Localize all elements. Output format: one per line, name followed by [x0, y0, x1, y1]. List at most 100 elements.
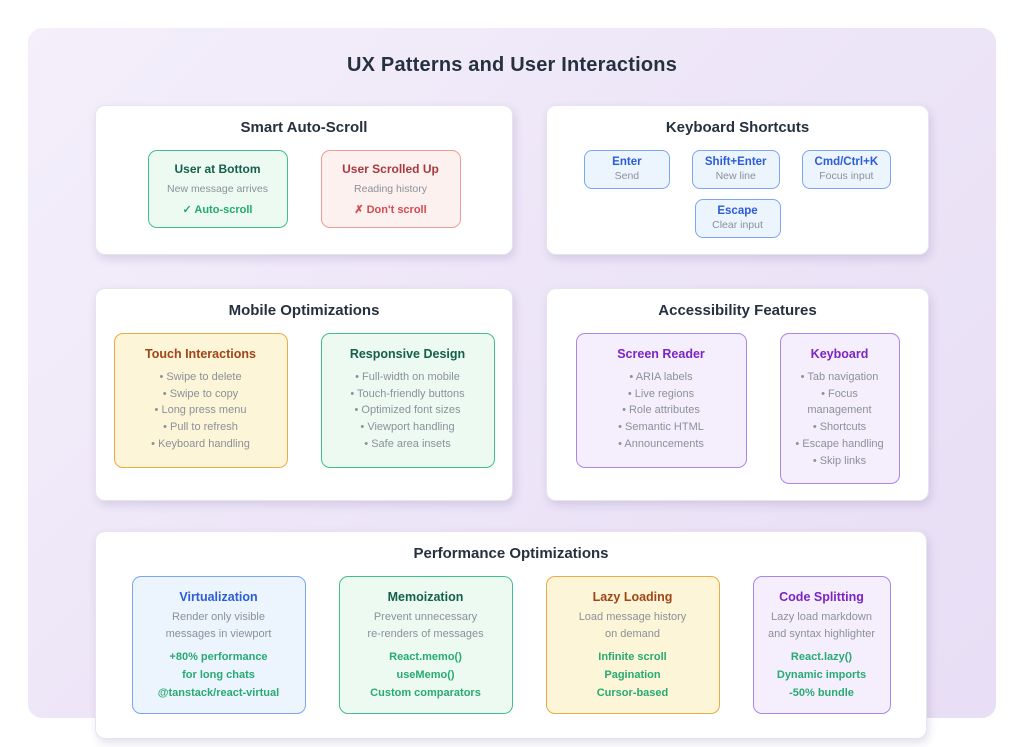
card-responsive-design: Responsive Design • Full-width on mobile…	[320, 333, 495, 468]
mobile-cards: Touch Interactions • Swipe to delete • S…	[108, 333, 500, 468]
row-top: Smart Auto-Scroll User at Bottom New mes…	[95, 105, 929, 255]
key-label: Escape	[717, 205, 758, 217]
card-title: Keyboard	[810, 347, 869, 361]
card-title: Memoization	[387, 590, 464, 605]
card-desc-line: re-renders of messages	[367, 627, 484, 640]
list-item: • Live regions	[627, 387, 695, 400]
card-desc-line: Render only visible	[172, 611, 265, 624]
key-escape: Escape Clear input	[694, 199, 781, 238]
highlight-line: @tanstack/react-virtual	[157, 687, 280, 700]
list-item: • Semantic HTML	[618, 421, 704, 434]
key-enter: Enter Send	[583, 150, 670, 189]
panel-title-performance-optimizations: Performance Optimizations	[413, 545, 609, 563]
list-item: • Optimized font sizes	[354, 404, 461, 417]
card-desc-line: messages in viewport	[165, 627, 272, 640]
card-title: User at Bottom	[174, 162, 261, 176]
card-highlights: React.lazy() Dynamic imports -50% bundle	[762, 651, 882, 699]
card-lazy-loading: Lazy Loading Load message history on dem…	[545, 576, 720, 715]
highlight-line: Infinite scroll	[598, 651, 667, 664]
card-user-at-bottom: User at Bottom New message arrives ✓ Aut…	[147, 150, 288, 229]
panel-accessibility-features: Accessibility Features Screen Reader • A…	[546, 288, 929, 502]
card-title: Touch Interactions	[145, 347, 256, 361]
highlight-line: +80% performance	[169, 651, 268, 664]
card-desc-line: Lazy load markdown	[771, 611, 872, 624]
list-item: • Role attributes	[622, 404, 700, 417]
list-item: • ARIA labels	[629, 371, 693, 383]
list-item: • Safe area insets	[364, 437, 451, 450]
card-title: Lazy Loading	[592, 590, 673, 605]
panel-title-accessibility-features: Accessibility Features	[658, 302, 817, 319]
highlight-line: Custom comparators	[370, 687, 481, 700]
key-shift-enter: Shift+Enter New line	[691, 150, 780, 189]
card-result: ✓ Auto-scroll	[182, 204, 253, 217]
card-memoization: Memoization Prevent unnecessary re-rende…	[338, 576, 513, 715]
card-title: Responsive Design	[349, 347, 466, 361]
panel-smart-auto-scroll: Smart Auto-Scroll User at Bottom New mes…	[95, 105, 513, 255]
auto-scroll-cards: User at Bottom New message arrives ✓ Aut…	[108, 150, 500, 229]
list-item: • Full-width on mobile	[355, 371, 460, 383]
card-title: Screen Reader	[617, 347, 705, 361]
list-item: • Escape handling	[795, 437, 884, 450]
card-screen-reader: Screen Reader • ARIA labels • Live regio…	[575, 333, 747, 468]
card-keyboard-a11y: Keyboard • Tab navigation • Focus manage…	[779, 333, 900, 485]
key-label: Shift+Enter	[704, 156, 767, 168]
highlight-line: React.memo()	[389, 651, 462, 664]
highlight-line: React.lazy()	[790, 651, 853, 664]
key-label: Enter	[612, 156, 642, 168]
row-middle: Mobile Optimizations Touch Interactions …	[95, 288, 929, 502]
highlight-line: for long chats	[182, 669, 255, 682]
card-user-scrolled-up: User Scrolled Up Reading history ✗ Don't…	[320, 150, 461, 229]
panel-title-keyboard-shortcuts: Keyboard Shortcuts	[665, 119, 810, 136]
list-item: • Announcements	[618, 437, 704, 450]
card-desc: New message arrives	[167, 183, 268, 195]
card-desc: Reading history	[354, 183, 427, 195]
panel-performance-optimizations: Performance Optimizations Virtualization…	[95, 531, 927, 740]
list-item: • Skip links	[812, 454, 867, 467]
list-item: • Tab navigation	[800, 371, 879, 383]
card-title: Code Splitting	[779, 590, 864, 605]
card-highlights: React.memo() useMemo() Custom comparator…	[348, 651, 504, 699]
list-item: • Pull to refresh	[163, 421, 238, 434]
list-item: • Swipe to delete	[159, 371, 242, 383]
card-desc-line: on demand	[604, 627, 661, 640]
panel-title-mobile-optimizations: Mobile Optimizations	[228, 302, 380, 319]
list-item: • Long press menu	[154, 404, 247, 417]
card-desc-line: Load message history	[578, 611, 687, 624]
list-item: • Viewport handling	[360, 421, 455, 434]
card-touch-interactions: Touch Interactions • Swipe to delete • S…	[113, 333, 288, 468]
list-item: • Swipe to copy	[162, 387, 239, 400]
card-highlights: Infinite scroll Pagination Cursor-based	[555, 651, 711, 699]
key-action: Send	[614, 170, 640, 182]
card-result: ✗ Don't scroll	[354, 204, 427, 217]
card-code-splitting: Code Splitting Lazy load markdown and sy…	[752, 576, 891, 715]
shortcut-row-1: Enter Send Shift+Enter New line Cmd/Ctrl…	[559, 150, 916, 189]
performance-cards: Virtualization Render only visible messa…	[108, 576, 914, 715]
shortcut-row-2: Escape Clear input	[559, 199, 916, 238]
panel-mobile-optimizations: Mobile Optimizations Touch Interactions …	[95, 288, 513, 502]
list-item: • Shortcuts	[812, 421, 867, 434]
page-title: UX Patterns and User Interactions	[346, 54, 678, 76]
key-cmd-ctrl-k: Cmd/Ctrl+K Focus input	[801, 150, 892, 189]
card-desc-line: Prevent unnecessary	[373, 611, 478, 624]
card-highlights: +80% performance for long chats @tanstac…	[141, 651, 297, 699]
card-title: User Scrolled Up	[342, 162, 439, 176]
list-item: • Keyboard handling	[151, 437, 250, 450]
key-action: Clear input	[712, 219, 763, 231]
highlight-line: Cursor-based	[596, 687, 669, 700]
list-item: • Focus management	[807, 387, 872, 417]
highlight-line: Dynamic imports	[776, 669, 867, 682]
key-action: New line	[715, 170, 756, 182]
row-bottom: Performance Optimizations Virtualization…	[95, 531, 929, 740]
highlight-line: -50% bundle	[789, 687, 854, 700]
diagram-canvas: UX Patterns and User Interactions Smart …	[28, 28, 996, 740]
highlight-line: Pagination	[604, 669, 661, 682]
card-virtualization: Virtualization Render only visible messa…	[131, 576, 306, 715]
accessibility-cards: Screen Reader • ARIA labels • Live regio…	[559, 333, 916, 485]
highlight-line: useMemo()	[396, 669, 455, 682]
panel-keyboard-shortcuts: Keyboard Shortcuts Enter Send Shift+Ente…	[546, 105, 929, 255]
key-action: Focus input	[819, 170, 874, 182]
card-desc-line: and syntax highlighter	[767, 627, 875, 640]
card-title: Virtualization	[179, 590, 258, 605]
key-label: Cmd/Ctrl+K	[814, 156, 879, 168]
list-item: • Touch-friendly buttons	[350, 387, 465, 400]
